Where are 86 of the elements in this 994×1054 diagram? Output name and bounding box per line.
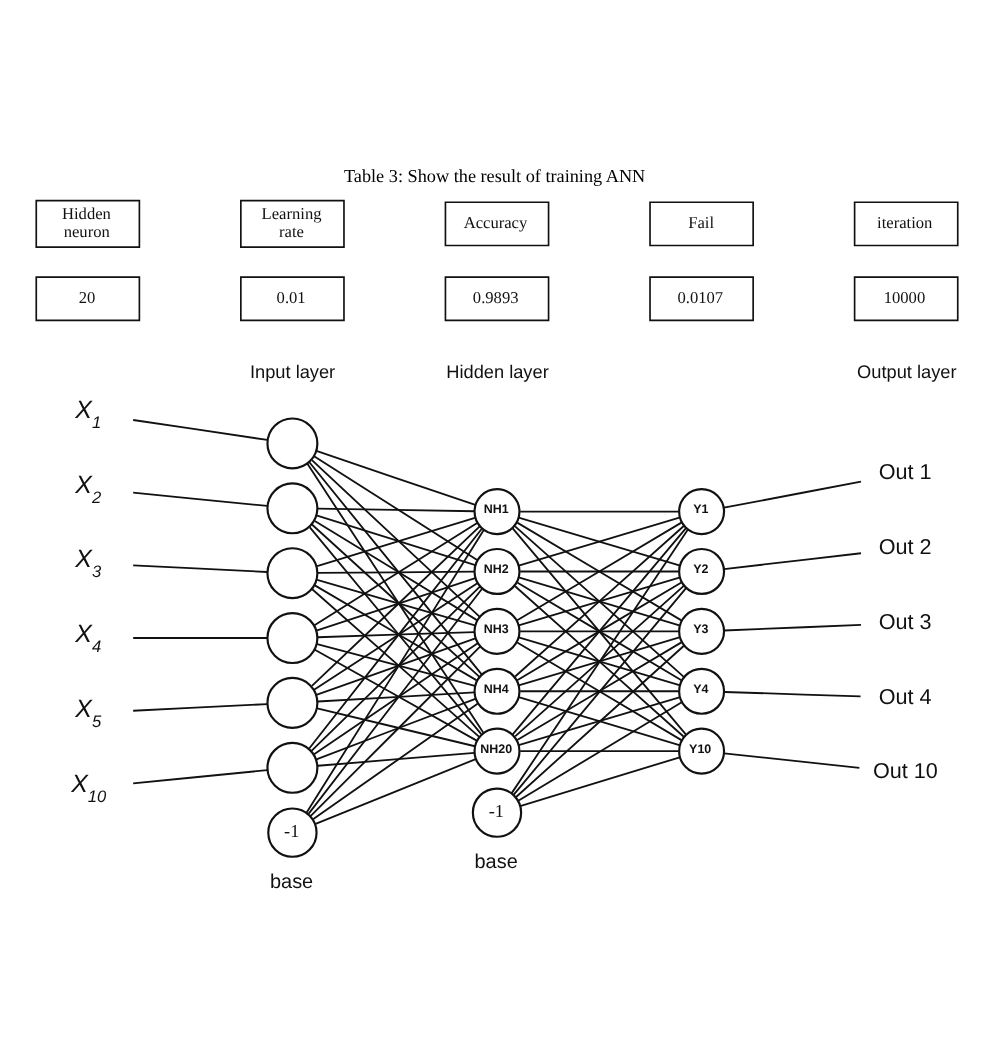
node-text: X$_{5}$ (75, 695, 102, 732)
node-text: Out 3 (878, 610, 932, 635)
connector (307, 587, 483, 815)
connector (315, 637, 477, 696)
node-text: X$_{1}$ (75, 395, 102, 432)
label: 20 (78, 288, 96, 307)
label: 0.01 (276, 288, 306, 307)
connector (317, 631, 476, 639)
node-text: X$_{2}$ (75, 470, 102, 507)
connector (723, 752, 861, 769)
label: 0.9893 (472, 288, 519, 307)
label: Hidden layer (446, 362, 549, 383)
label: Accuracy (463, 214, 528, 233)
connector (315, 697, 477, 761)
connector (519, 756, 681, 807)
connector (317, 691, 476, 703)
connector (132, 491, 269, 507)
connector (510, 528, 689, 795)
label: 10000 (883, 288, 926, 307)
diagram-title: Table 3: Show the result of training ANN (343, 165, 646, 186)
connector (316, 707, 476, 748)
connector (132, 637, 269, 639)
node-text: Out 10 (872, 760, 938, 785)
connector (516, 521, 683, 622)
connector (305, 529, 485, 814)
connector (308, 461, 483, 676)
label: Input layer (250, 362, 336, 383)
connector (132, 419, 269, 441)
connector (316, 643, 476, 687)
connector (516, 641, 683, 741)
connector (317, 570, 476, 574)
node-text: Out 1 (878, 461, 932, 486)
connector (723, 480, 862, 509)
node-circle (266, 547, 319, 600)
node-circle (266, 612, 319, 665)
connector (132, 769, 269, 785)
node-text: X$_{4}$ (75, 620, 102, 657)
connector (519, 510, 680, 513)
connector (514, 585, 685, 738)
connector (519, 690, 680, 693)
node-circle: -1 (267, 807, 318, 858)
connector (517, 516, 681, 567)
label: Fail (688, 214, 715, 233)
connector (512, 586, 688, 796)
connector (132, 564, 269, 573)
node-label: base (474, 851, 518, 874)
connector (511, 527, 687, 736)
connector (313, 648, 478, 742)
node-circle (266, 482, 319, 535)
connector (317, 507, 476, 513)
connector (519, 750, 680, 753)
label: 0.0107 (677, 288, 724, 307)
connector (517, 701, 683, 802)
connector (517, 576, 681, 627)
node-text: X$_{10}$ (71, 769, 107, 806)
connector (519, 570, 680, 573)
node-text: Out 4 (878, 685, 932, 710)
node-circle (266, 676, 319, 729)
connector (309, 645, 482, 818)
connector (317, 751, 476, 767)
connector (516, 581, 683, 682)
connector (311, 459, 481, 618)
node-circle (266, 417, 319, 470)
label: Hidden neuron (62, 204, 111, 242)
connector (313, 455, 479, 561)
connector (514, 525, 685, 678)
connector (514, 644, 685, 799)
connector (312, 702, 479, 820)
connector (723, 552, 862, 570)
label: Output layer (857, 362, 957, 383)
connector (306, 462, 485, 734)
connector (519, 630, 680, 633)
connector (723, 623, 862, 632)
node-circle (266, 741, 319, 794)
connector (723, 691, 862, 698)
connector (517, 636, 681, 687)
label: Learning rate (261, 204, 322, 242)
label: iteration (877, 214, 933, 233)
connector (314, 758, 477, 825)
node-text: X$_{3}$ (75, 545, 102, 582)
connector (315, 450, 477, 506)
connector (132, 703, 269, 712)
connector (313, 642, 479, 756)
node-text: Out 2 (878, 535, 932, 560)
node-circle: -1 (471, 787, 523, 838)
node-label: base (269, 871, 314, 894)
